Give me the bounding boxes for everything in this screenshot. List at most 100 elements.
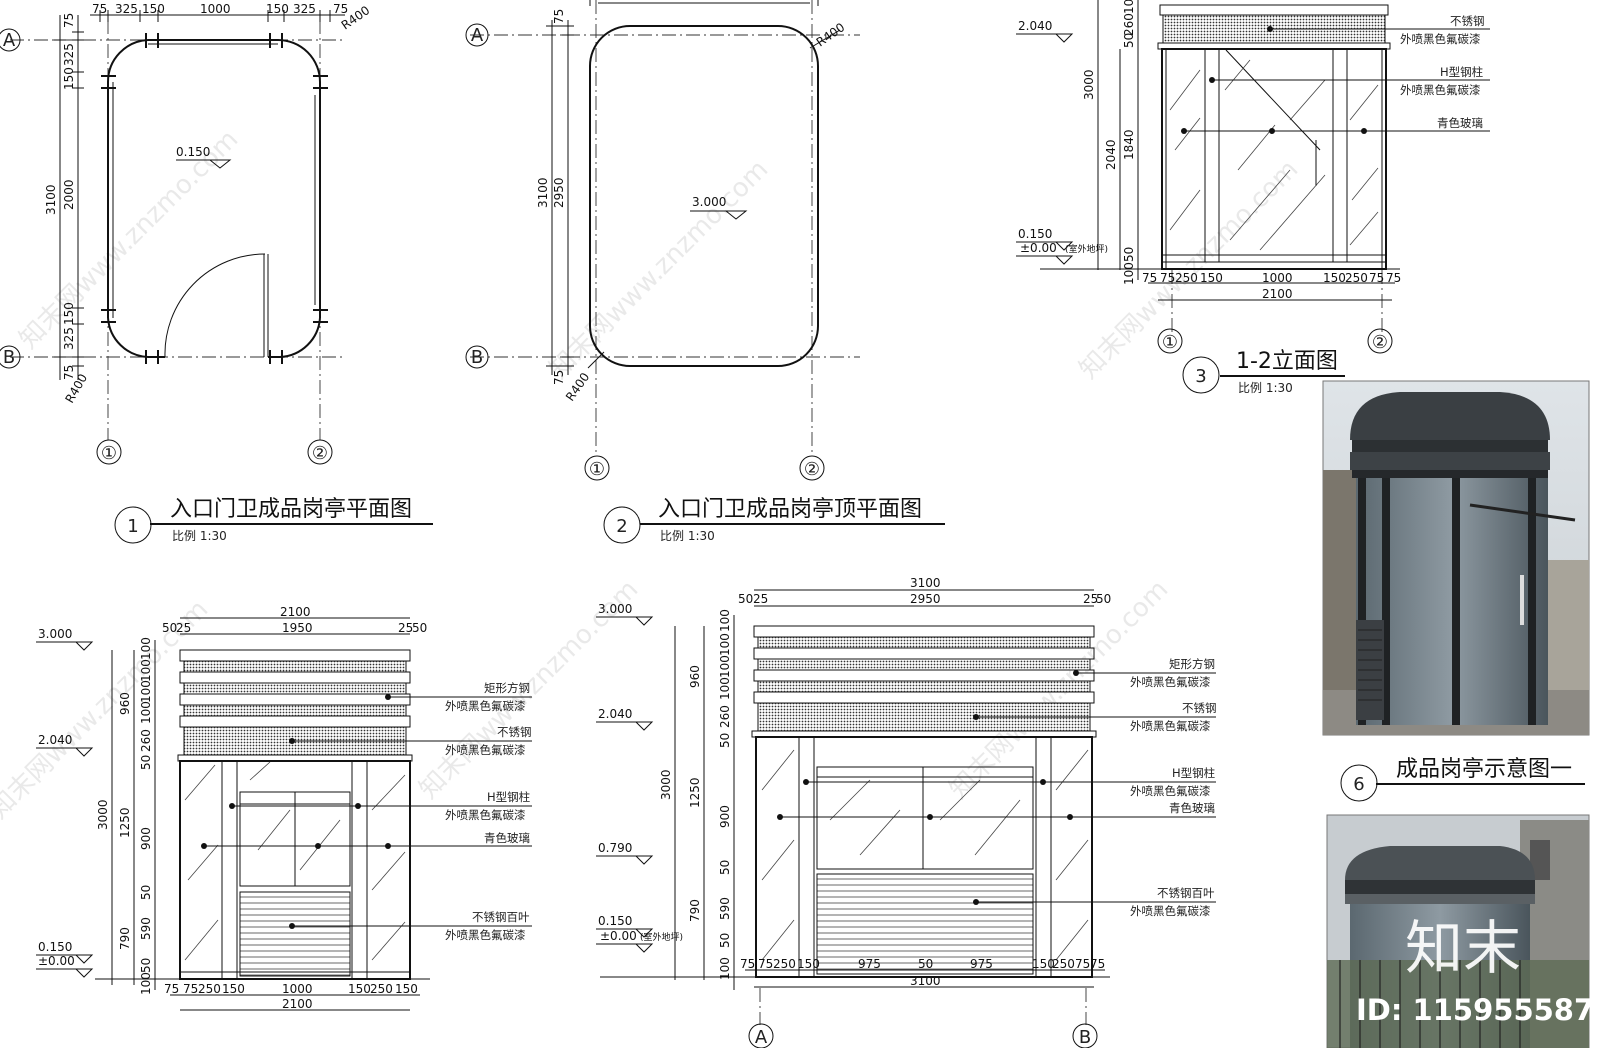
elevB-left-dim: 590 [718,897,732,920]
elevB-level: 2.040 [598,707,632,721]
elevB-level: 0.150 [598,914,632,928]
elev12-left-dim: 50 [1122,247,1136,262]
axis-bubble-a: A [3,30,16,51]
elevation-b-drawing: 3.000 2.040 0.790 0.150 ±0.00 (室外地坪) 300… [596,576,1217,1048]
elev12-left-total: 3000 [1082,69,1096,100]
elev12-number: 3 [1195,366,1206,387]
elevB-bottom-dim: 75 [1090,957,1105,971]
note-text: 不锈钢 [497,725,532,739]
note-text: 外喷黑色氟碳漆 [1130,719,1211,733]
roof-title: 入口门卫成品岗亭顶平面图 [658,497,922,522]
roof-top-dim: 75 [552,9,566,24]
elev12-left-dim: 260 [1122,13,1136,36]
elevB-top-total: 3100 [910,576,941,590]
plan-drawing: A B ① ② [0,2,433,544]
plan-top-dim: 150 [142,2,165,16]
plan-level: 0.150 [176,145,210,159]
roof-left-total: 3100 [536,177,550,208]
roof-scale: 比例 1:30 [660,529,715,543]
roof-plan-drawing: A B ① ② 3.000 75 2950 75 3100 R400 R400 … [465,0,945,544]
elev12-level: 2.040 [1018,19,1052,33]
plan-left-dim: 150 [62,67,76,90]
elevA-notes: 矩形方钢 外喷黑色氟碳漆 不锈钢 外喷黑色氟碳漆 H型钢柱 外喷黑色氟碳漆 青色… [201,681,532,942]
roof-left-dim: 2950 [552,177,566,208]
elev12-scale: 比例 1:30 [1238,381,1293,395]
elev12-title: 1-2立面图 [1236,349,1338,374]
plan-top-dim: 325 [115,2,138,16]
elevB-level-note: (室外地坪) [640,931,683,943]
elevB-bottom-dim: 150 [797,957,820,971]
elev12-left-dim: 50 [1122,33,1136,48]
elevB-level: ±0.00 [600,929,637,943]
photo-number: 6 [1353,774,1364,795]
glass-hatching [1169,59,1379,251]
brand-id: ID: 1159555876 [1356,993,1600,1027]
elevA-bottom-dim: 75 [183,982,198,996]
elevA-bottom-dim: 75 [164,982,179,996]
note-text: 不锈钢 [1182,701,1217,715]
elevB-bottom-dim: 250 [773,957,796,971]
roof-bands [751,625,1097,738]
note-text: 外喷黑色氟碳漆 [1130,784,1211,798]
elevB-left-total: 1250 [688,777,702,808]
roof-radius: R400 [814,20,848,49]
plan-left-dim: 2000 [62,179,76,210]
elevA-left-dim: 100 [139,680,153,703]
plan-left-dim: 325 [62,327,76,350]
elev12-level: 0.150 [1018,227,1052,241]
elevA-level: 3.000 [38,627,72,641]
elev12-bottom-dim: 75 [1369,271,1384,285]
elev12-left-dim: 1840 [1122,129,1136,160]
elev12-notes: 不锈钢 外喷黑色氟碳漆 H型钢柱 外喷黑色氟碳漆 青色玻璃 [1181,14,1490,134]
axis-bubble-2: ② [312,443,328,464]
axis-bubble-b: B [471,347,483,368]
elev12-bottom-dim: 250 [1175,271,1198,285]
elevA-top-sub: 1950 [282,621,313,635]
elevB-bottom-dim: 975 [858,957,881,971]
elev12-level: ±0.00 [1020,241,1057,255]
photo-title: 成品岗亭示意图一 [1396,757,1572,782]
elevB-left-dim: 50 [718,733,732,748]
elevA-bottom-dim: 250 [198,982,221,996]
elevB-left-total: 790 [688,899,702,922]
elevA-left-dim: 50 [139,958,153,973]
elevA-left-dim: 100 [139,972,153,995]
note-text: 外喷黑色氟碳漆 [1130,904,1211,918]
elevB-top-sub: 2950 [910,592,941,606]
elevB-bottom-dim: 50 [918,957,933,971]
elevB-bottom-dim: 250 [1052,957,1075,971]
plan-left-dim: 75 [62,365,76,380]
note-text: 青色玻璃 [1437,116,1483,130]
axis-bubble-a: A [755,1027,768,1048]
elev12-left-dim: 100 [1122,0,1136,14]
note-text: 矩形方钢 [1169,657,1215,671]
roof-number: 2 [616,516,627,537]
elevA-bottom-dim: 1000 [282,982,313,996]
elevA-bottom-dim: 150 [348,982,371,996]
elevA-top-dim: 50 [162,621,177,635]
elevA-top-dim: 25 [176,621,191,635]
note-text: 青色玻璃 [484,831,530,845]
elevB-left-dim: 100 [718,677,732,700]
plan-top-dim: 1000 [200,2,231,16]
axis-bubble-a: A [471,25,484,46]
elevB-left-total: 960 [688,665,702,688]
kiosk-photo-1 [1322,380,1590,736]
axis-bubble-1: ① [589,459,605,480]
elevA-left-dim: 50 [139,885,153,900]
plan-top-dim: 325 [293,2,316,16]
plan-number: 1 [127,516,138,537]
note-text: 不锈钢 [1450,14,1485,28]
elevB-bottom-total: 3100 [910,974,941,988]
elevB-left-dim: 100 [718,957,732,980]
axis-bubble-2: ② [1372,332,1388,353]
brand-overlay: 知末 ID: 1159555876 [1356,914,1600,1027]
elevB-left-dim: 100 [718,633,732,656]
elevA-top-dim: 25 [398,621,413,635]
elevB-bottom-dim: 75 [740,957,755,971]
elev12-bottom-dim: 75 [1160,271,1175,285]
note-text: 外喷黑色氟碳漆 [1400,32,1481,46]
elevB-bottom-dim: 75 [1075,957,1090,971]
note-text: 外喷黑色氟碳漆 [445,699,526,713]
